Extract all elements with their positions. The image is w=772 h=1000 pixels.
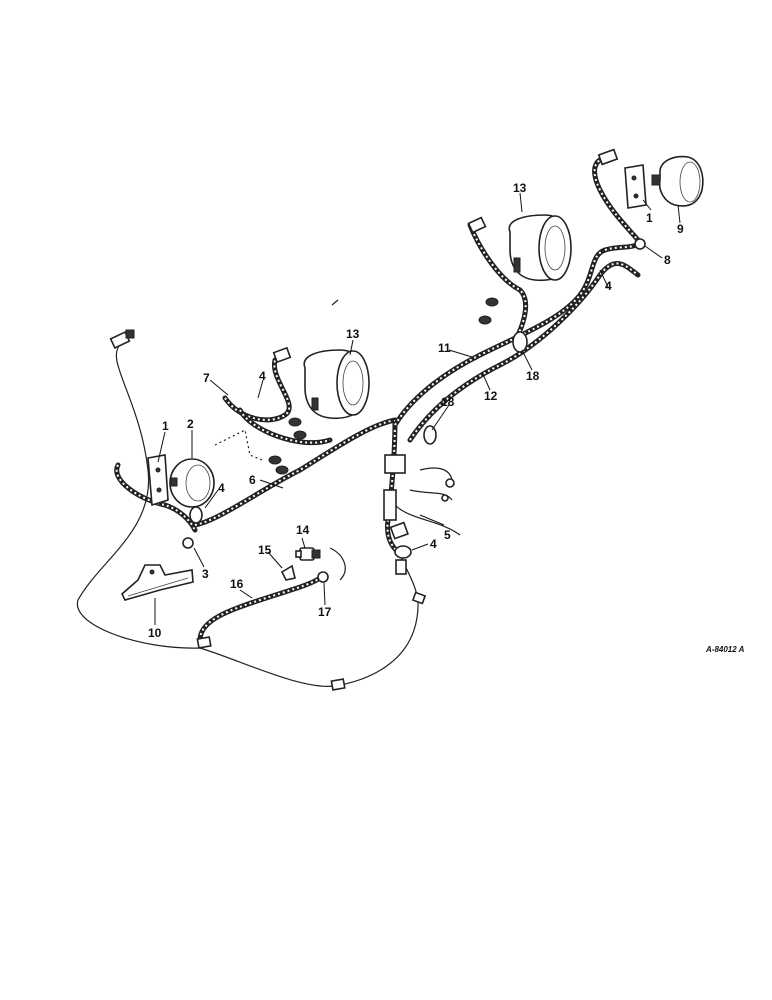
connector-upper-center — [467, 216, 487, 234]
connector-top-left — [109, 329, 135, 349]
callout-13-left: 13 — [346, 327, 360, 341]
callout-14: 14 — [296, 523, 310, 537]
callout-4-left: 4 — [218, 481, 225, 495]
lamp-left — [169, 458, 215, 508]
callout-1-left: 1 — [162, 419, 169, 433]
clip-18-lower — [423, 425, 437, 445]
callout-3: 3 — [202, 567, 209, 581]
callout-10: 10 — [148, 626, 162, 640]
callout-4-right: 4 — [605, 279, 612, 293]
connector-bottom — [330, 678, 346, 691]
callout-16: 16 — [230, 577, 244, 591]
callouts: 1 2 3 4 4 4 4 5 6 7 8 9 10 11 12 13 13 1… — [148, 181, 684, 640]
thin-wires — [76, 299, 461, 687]
headlamp-left — [303, 349, 370, 420]
clip-3 — [182, 537, 194, 549]
bracket-right — [624, 164, 647, 209]
callout-2: 2 — [187, 417, 194, 431]
junction-block — [383, 454, 455, 540]
bracket-left — [147, 454, 169, 507]
clip-15 — [280, 564, 296, 581]
callout-18-lower: 18 — [441, 395, 455, 409]
clip-left — [189, 506, 203, 524]
headlamp-right — [508, 214, 572, 282]
callout-7: 7 — [203, 371, 210, 385]
callout-9: 9 — [677, 222, 684, 236]
license-bracket — [121, 564, 194, 601]
callout-4-center: 4 — [430, 537, 437, 551]
callout-11: 11 — [438, 341, 451, 355]
clip-4-center — [394, 545, 412, 575]
clip-17 — [317, 571, 329, 583]
callout-6: 6 — [249, 473, 256, 487]
switch-14 — [295, 547, 321, 561]
callout-15: 15 — [258, 543, 272, 557]
grommets — [268, 297, 499, 475]
lamp-right — [651, 155, 704, 207]
leader-lines — [154, 192, 681, 625]
callout-4-upper: 4 — [259, 369, 266, 383]
callout-17: 17 — [318, 605, 332, 619]
callout-5: 5 — [444, 528, 451, 542]
callout-1-right: 1 — [646, 211, 653, 225]
harnesses — [114, 155, 641, 643]
drawing-number: A-84012 A — [705, 645, 745, 654]
callout-8: 8 — [664, 253, 671, 267]
connector-left-headlamp — [272, 346, 292, 364]
dotted-bracket — [214, 429, 263, 461]
clip-8 — [634, 238, 646, 250]
callout-12: 12 — [484, 389, 498, 403]
connector-16 — [196, 636, 212, 649]
clip-18-upper — [512, 331, 528, 353]
connector-bottom-right — [411, 591, 427, 605]
callout-18-upper: 18 — [526, 369, 540, 383]
callout-13-right: 13 — [513, 181, 527, 195]
connector-top-right — [597, 148, 619, 166]
